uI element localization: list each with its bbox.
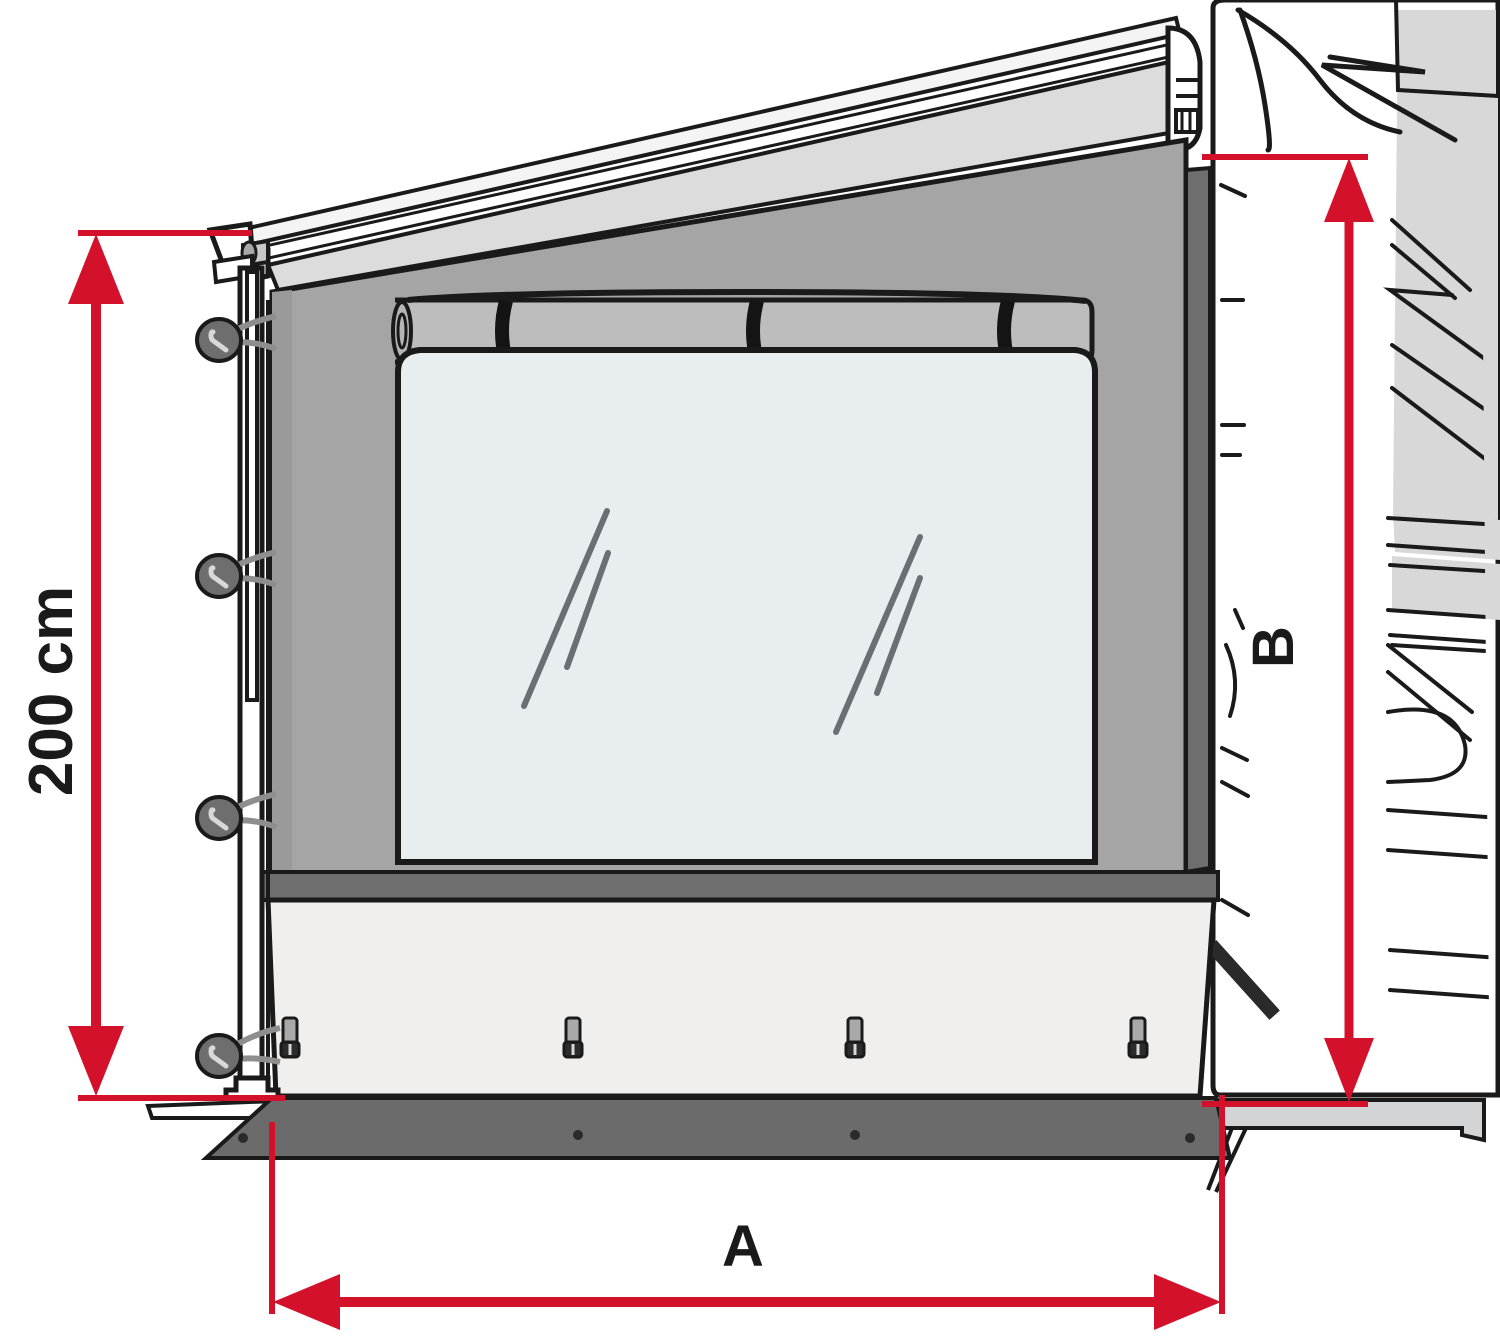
dimension-lines <box>68 154 1374 1330</box>
entry-step <box>1206 1098 1486 1193</box>
awning-lead-rail <box>206 15 1203 293</box>
lower-skirt-panel <box>260 870 1220 1099</box>
tensioner-clips <box>195 313 281 1079</box>
window-panel <box>395 347 1098 865</box>
dimension-200cm <box>68 230 285 1101</box>
tensioner-clip <box>195 791 278 841</box>
tensioner-clip <box>195 1025 281 1079</box>
dimension-label-depth: B <box>1240 626 1306 668</box>
vehicle-wall <box>1206 0 1500 1098</box>
dimension-A <box>269 1095 1225 1330</box>
glass-reflections <box>521 508 923 735</box>
ground-fixing-plate <box>145 1096 1233 1160</box>
tensioner-clip <box>195 549 278 599</box>
dimension-label-height: 200 cm <box>17 585 87 797</box>
tensioner-clip <box>195 313 278 363</box>
blind-roll <box>391 288 1095 365</box>
dimension-label-width: A <box>722 1214 764 1279</box>
dimension-B <box>1202 154 1374 1107</box>
toggle-fasteners <box>279 1016 1149 1059</box>
